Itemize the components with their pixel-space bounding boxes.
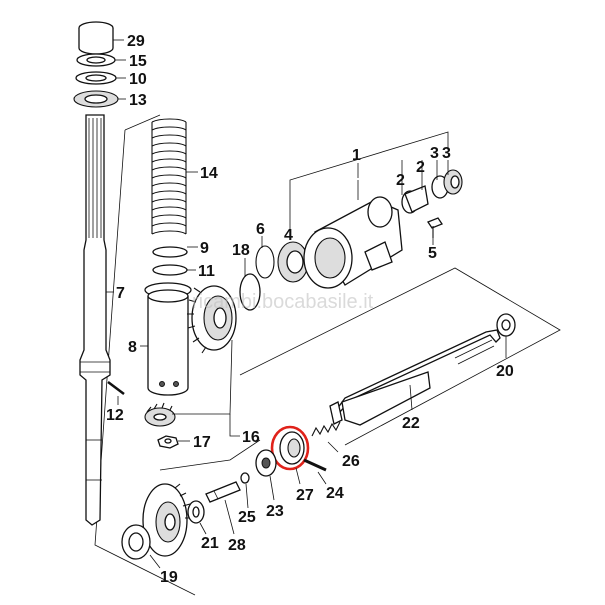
reverse-gear[interactable]: [142, 483, 192, 557]
part-6-circlip[interactable]: [255, 245, 275, 279]
label-3a: 3: [430, 145, 439, 162]
label-19: 19: [160, 569, 178, 586]
part-16-pinion-gear[interactable]: [144, 402, 176, 427]
label-22: 22: [402, 415, 420, 432]
part-4-bearing[interactable]: [277, 241, 309, 283]
label-10: 10: [129, 71, 147, 88]
label-7: 7: [116, 285, 125, 302]
part-labels: 29 15 10 13 14 9 11 8 7 12 17 16 1 2 2 3…: [106, 33, 514, 586]
part-21-washer[interactable]: [187, 500, 205, 524]
part-19-thrust-washer[interactable]: [121, 524, 151, 560]
label-1: 1: [352, 147, 361, 164]
part-8-sleeve[interactable]: [144, 282, 192, 396]
label-2b: 2: [416, 159, 425, 176]
part-28-cam-rod[interactable]: [205, 481, 241, 503]
label-9: 9: [200, 240, 209, 257]
label-6: 6: [256, 221, 265, 238]
label-15: 15: [129, 53, 147, 70]
label-25: 25: [238, 509, 256, 526]
part-29-cap[interactable]: [78, 21, 114, 55]
part-24-pin[interactable]: [303, 458, 327, 472]
label-8: 8: [128, 339, 137, 356]
part-5-bolt[interactable]: [427, 217, 443, 238]
label-5: 5: [428, 245, 437, 262]
forward-gear-assembly[interactable]: [187, 285, 237, 354]
label-24: 24: [326, 485, 344, 502]
label-27: 27: [296, 487, 314, 504]
part-17-nut[interactable]: [157, 435, 179, 449]
label-12: 12: [106, 407, 124, 424]
label-11: 11: [198, 263, 215, 280]
part-1-housing[interactable]: [303, 196, 403, 289]
label-26: 26: [342, 453, 360, 470]
label-3b: 3: [442, 145, 451, 162]
group-outline-left: [94, 129, 196, 596]
part-3-seal[interactable]: [431, 169, 463, 199]
part-22-propeller-shaft[interactable]: [329, 329, 501, 426]
part-20-washer[interactable]: [496, 313, 516, 337]
group-outline-top: [124, 114, 161, 131]
part-12-pin[interactable]: [107, 381, 125, 395]
leader-lines: [106, 39, 507, 569]
part-15-washer[interactable]: [76, 53, 116, 67]
part-7-drive-shaft[interactable]: [79, 114, 111, 526]
part-26-spring[interactable]: [311, 421, 341, 437]
label-14: 14: [200, 165, 218, 182]
part-2-bushing[interactable]: [401, 185, 429, 214]
part-27-clutch[interactable]: [279, 431, 305, 465]
label-18: 18: [232, 242, 250, 259]
label-16: 16: [242, 429, 260, 446]
part-23-clutch-dog[interactable]: [255, 449, 277, 477]
part-13-bearing[interactable]: [73, 90, 119, 108]
group-outline-right: [239, 267, 561, 446]
label-2a: 2: [396, 172, 405, 189]
part-11-ring[interactable]: [152, 264, 188, 276]
label-20: 20: [496, 363, 514, 380]
part-18-o-ring[interactable]: [239, 273, 261, 311]
label-4: 4: [284, 227, 293, 244]
label-13: 13: [129, 92, 147, 109]
label-23: 23: [266, 503, 284, 520]
watermark: ricambi.bocabasile.it: [192, 291, 374, 313]
part-9-ring[interactable]: [152, 246, 188, 258]
label-17: 17: [193, 434, 211, 451]
label-29: 29: [127, 33, 145, 50]
part-25-plunger[interactable]: [240, 472, 250, 484]
part-10-washer[interactable]: [75, 71, 117, 85]
highlight-ring: [270, 425, 310, 471]
label-21: 21: [201, 535, 219, 552]
group-outline-gear: [159, 439, 261, 471]
part-14-spring[interactable]: [151, 118, 187, 235]
label-28: 28: [228, 537, 246, 554]
